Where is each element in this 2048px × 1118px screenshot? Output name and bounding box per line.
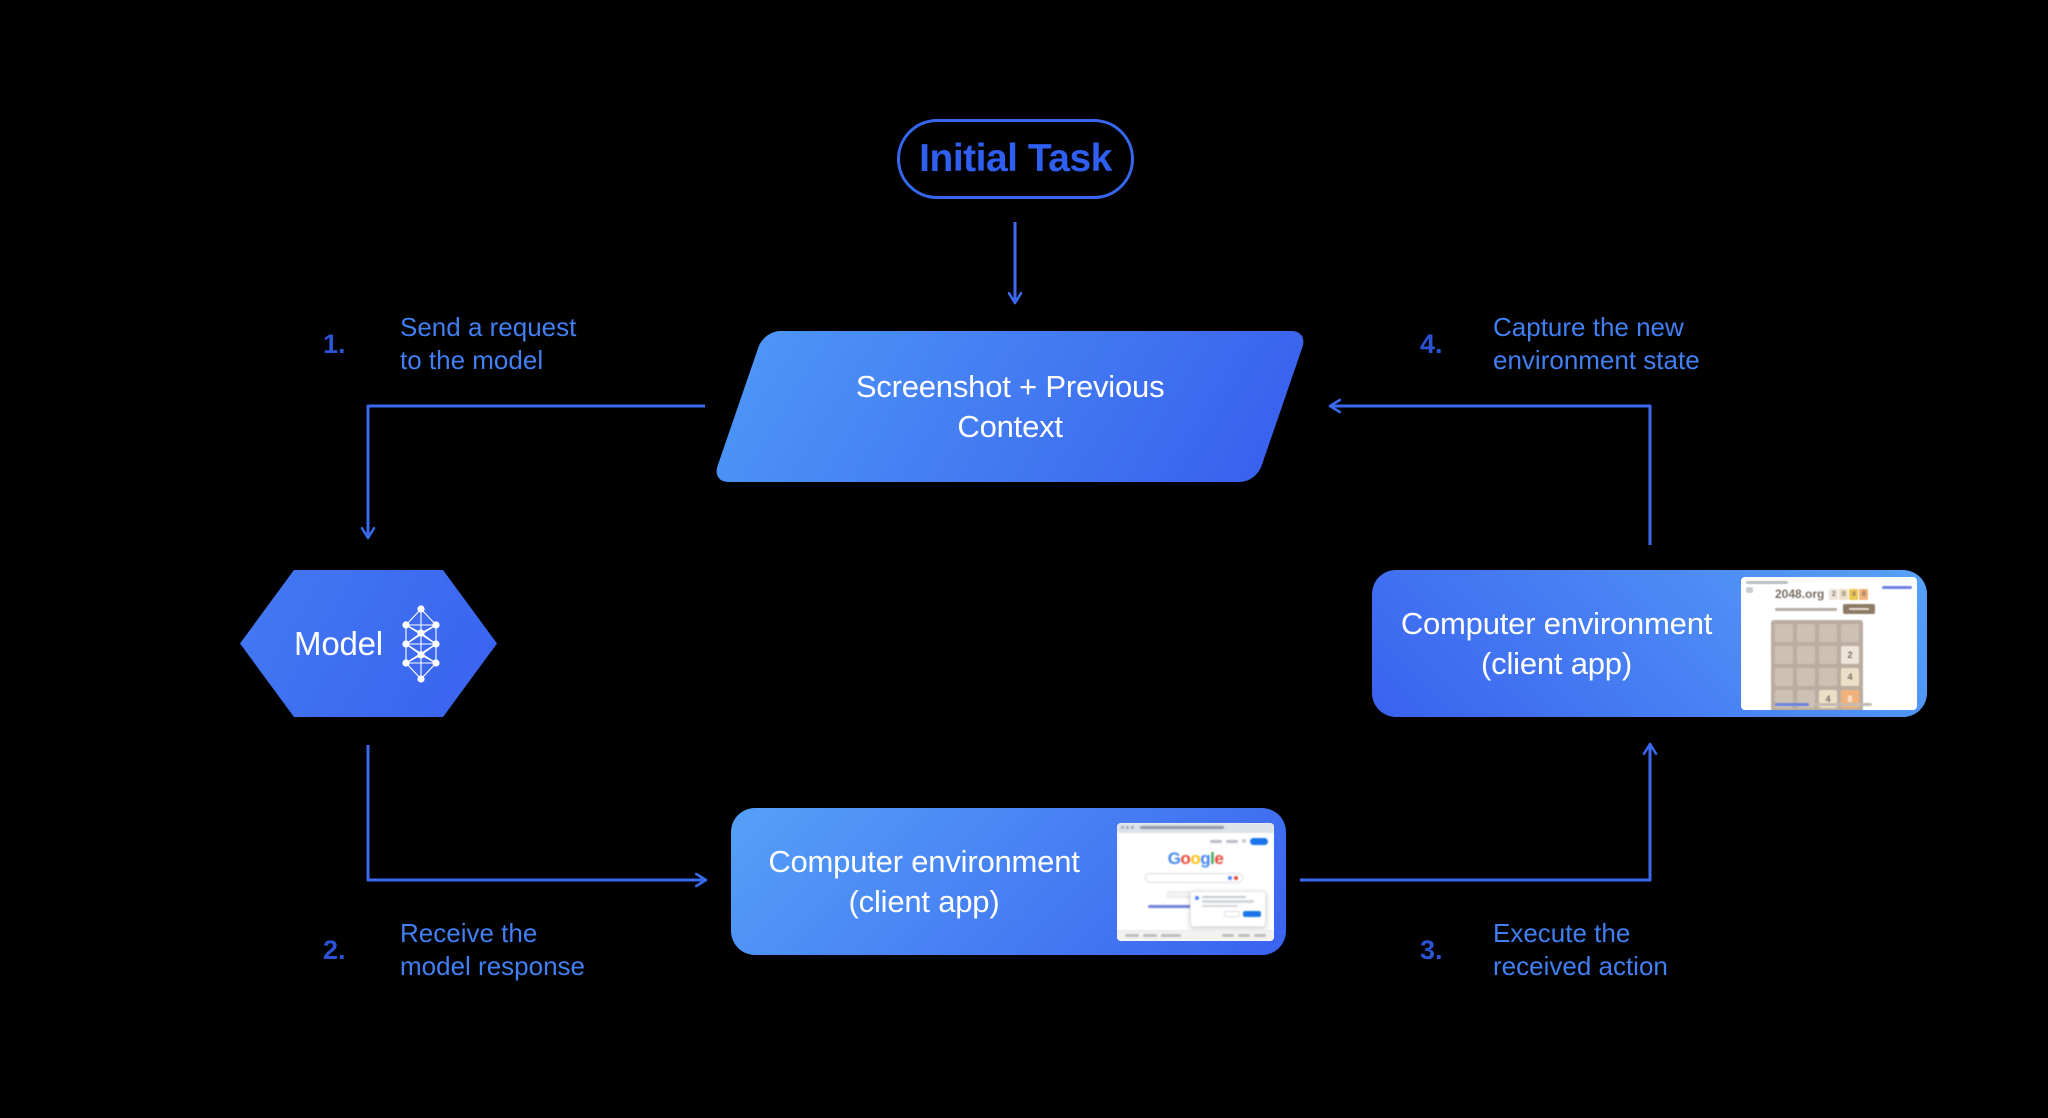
step-2-label: Receive the model response xyxy=(400,918,585,981)
initial-task-label: Initial Task xyxy=(919,137,1112,180)
google-logo: Google xyxy=(1167,848,1224,868)
google-homepage-screenshot: Google xyxy=(1117,822,1274,941)
computer-environment-node-bottom: Computer environment (client app) Google xyxy=(731,808,1286,955)
step-4-label: Capture the new environment state xyxy=(1493,312,1700,375)
new-game-button xyxy=(1843,604,1875,614)
site-title: 2048.org xyxy=(1775,587,1825,601)
env-right-label-line2: (client app) xyxy=(1481,645,1632,681)
step-3-number: 3. xyxy=(1420,935,1443,965)
cookie-dialog xyxy=(1190,890,1266,927)
screenshot-context-label-line2: Context xyxy=(957,408,1063,444)
signin-button xyxy=(1250,837,1268,845)
dialog-secondary-button xyxy=(1224,911,1240,917)
initial-task-node: Initial Task xyxy=(897,119,1134,199)
dialog-primary-button xyxy=(1243,911,1261,917)
env-right-label-line1: Computer environment xyxy=(1400,605,1713,641)
google-footer xyxy=(1117,929,1274,941)
how-to-play-link xyxy=(1775,703,1809,706)
env-bottom-label-line1: Computer environment xyxy=(768,843,1080,879)
arrow-env-to-env2 xyxy=(1300,742,1658,882)
step-3-label: Execute the received action xyxy=(1493,918,1668,981)
browser-chrome xyxy=(1117,822,1274,833)
env-bottom-label-line2: (client app) xyxy=(848,883,1000,919)
google-search-button xyxy=(1166,890,1193,898)
search-bar xyxy=(1145,872,1243,883)
arrow-env2-to-context xyxy=(1328,398,1652,545)
computer-environment-node-right: Computer environment (client app) 2048.o… xyxy=(1372,570,1927,717)
step-4-number: 4. xyxy=(1420,329,1443,359)
screenshot-context-node: Screenshot + Previous Context xyxy=(712,331,1308,482)
screenshot-context-label-line1: Screenshot + Previous xyxy=(855,368,1165,404)
arrow-context-to-model xyxy=(360,404,705,540)
model-node: Model xyxy=(240,570,497,717)
arrow-model-to-env xyxy=(366,745,708,888)
step-2-number: 2. xyxy=(323,935,346,965)
step-1-number: 1. xyxy=(323,329,346,359)
game-tile-2: 2 xyxy=(1841,646,1859,664)
game-tile-4: 4 xyxy=(1841,668,1859,686)
neural-network-icon xyxy=(402,604,440,683)
step-1-label: Send a request to the model xyxy=(400,312,577,375)
model-label: Model xyxy=(294,624,383,662)
